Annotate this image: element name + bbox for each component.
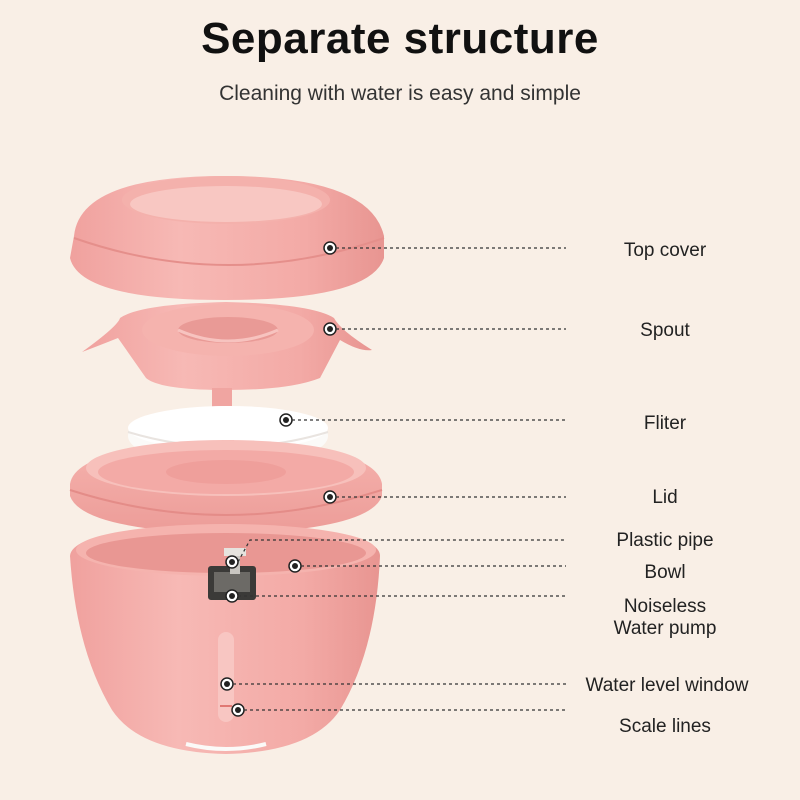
leader-water-level-window (220, 677, 566, 691)
leader-spout (323, 322, 566, 336)
spout-part (82, 302, 372, 424)
leader-bowl (288, 559, 566, 573)
leader-lines (220, 241, 566, 717)
lid-part (69, 440, 383, 549)
leader-scale-lines (231, 703, 566, 717)
leader-filter (279, 413, 566, 427)
label-filter: Fliter (643, 413, 687, 434)
label-plastic-pipe: Plastic pipe (616, 530, 714, 551)
label-bowl: Bowl (644, 562, 686, 583)
label-water-pump-line1: Noiseless (623, 596, 707, 617)
leader-water-pump (225, 589, 566, 603)
page-subtitle: Cleaning with water is easy and simple (219, 82, 581, 105)
top-cover-part (70, 176, 385, 300)
label-water-pump: Noiseless Water pump (585, 596, 745, 640)
leader-plastic-pipe (225, 539, 566, 569)
bowl-part (70, 524, 380, 754)
label-spout: Spout (640, 320, 690, 341)
leader-top-cover (323, 241, 566, 255)
label-water-level-window: Water level window (585, 675, 749, 696)
label-water-pump-line2: Water pump (613, 618, 717, 639)
label-lid: Lid (652, 487, 678, 508)
label-scale-lines: Scale lines (619, 716, 711, 737)
page-title: Separate structure (201, 14, 599, 63)
leader-lid (323, 490, 566, 504)
label-top-cover: Top cover (623, 240, 707, 261)
